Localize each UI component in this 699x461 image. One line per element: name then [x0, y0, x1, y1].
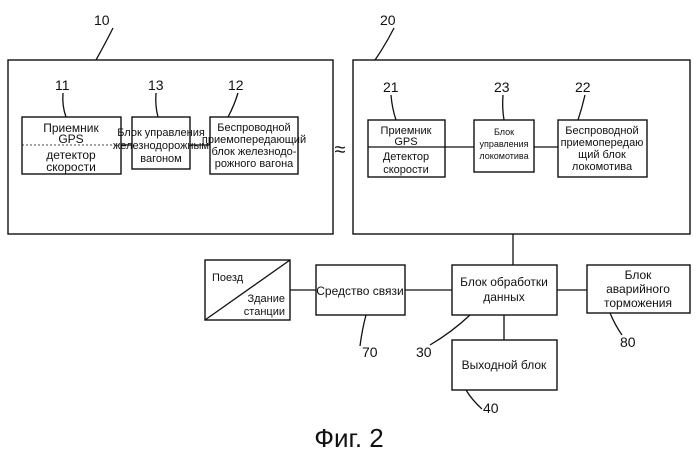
- ref-21: 21: [383, 79, 399, 95]
- loco-radio-label-1: Беспроводной: [565, 125, 638, 137]
- loco-radio-label-3: щий блок: [578, 149, 626, 161]
- loco-control-label-2: управления: [479, 139, 528, 149]
- station-train-label: Поезд: [212, 272, 244, 284]
- processing-label-2: данных: [483, 290, 525, 304]
- figure-caption: Фиг. 2: [314, 423, 384, 453]
- comm-label: Средство связи: [316, 284, 403, 298]
- leader-line-10: [96, 28, 113, 60]
- loco-speed-label-1: Детектор: [383, 151, 429, 163]
- brake-label-1: Блок: [625, 268, 653, 282]
- ref-20: 20: [380, 12, 396, 28]
- car-gps-label-2: GPS: [58, 132, 83, 146]
- ref-80: 80: [620, 334, 636, 350]
- ref-23: 23: [494, 79, 510, 95]
- ref-40: 40: [483, 400, 499, 416]
- station-building-label-2: станции: [244, 306, 285, 318]
- ref-12: 12: [228, 77, 244, 93]
- leader-line-70: [360, 315, 366, 346]
- loco-gps-label-2: GPS: [394, 136, 417, 148]
- ref-13: 13: [148, 77, 164, 93]
- ref-10: 10: [94, 12, 110, 28]
- output-label: Выходной блок: [462, 358, 547, 372]
- station-building-label-1: Здание: [247, 293, 285, 305]
- processing-label-1: Блок обработки: [460, 275, 548, 289]
- leader-line-20: [375, 28, 394, 60]
- car-speed-label-2: скорости: [46, 160, 96, 174]
- loco-radio-label-2: приемопередаю: [561, 137, 644, 149]
- car-control-label-3: вагоном: [140, 153, 181, 165]
- loco-speed-label-2: скорости: [383, 164, 428, 176]
- brake-label-2: аварийного: [606, 282, 670, 296]
- ref-70: 70: [362, 344, 378, 360]
- leader-line-40: [466, 390, 482, 409]
- car-radio-label-1: Беспроводной: [217, 122, 290, 134]
- leader-line-80: [610, 313, 622, 335]
- ref-22: 22: [575, 79, 591, 95]
- ref-30: 30: [416, 344, 432, 360]
- wireless-link-symbol: ≈: [335, 139, 346, 161]
- car-control-label-2: железнодорожным: [113, 140, 209, 152]
- car-radio-label-3: блок железнодо-: [212, 146, 297, 158]
- loco-control-label-3: локомотива: [479, 151, 528, 161]
- loco-control-label-1: Блок: [494, 127, 514, 137]
- car-control-label-1: Блок управления: [117, 127, 205, 139]
- loco-radio-label-4: локомотива: [572, 161, 633, 173]
- car-radio-label-4: рожного вагона: [215, 158, 294, 170]
- brake-label-3: торможения: [604, 296, 672, 310]
- ref-11: 11: [55, 77, 70, 93]
- car-radio-label-2: приемопередающий: [202, 134, 306, 146]
